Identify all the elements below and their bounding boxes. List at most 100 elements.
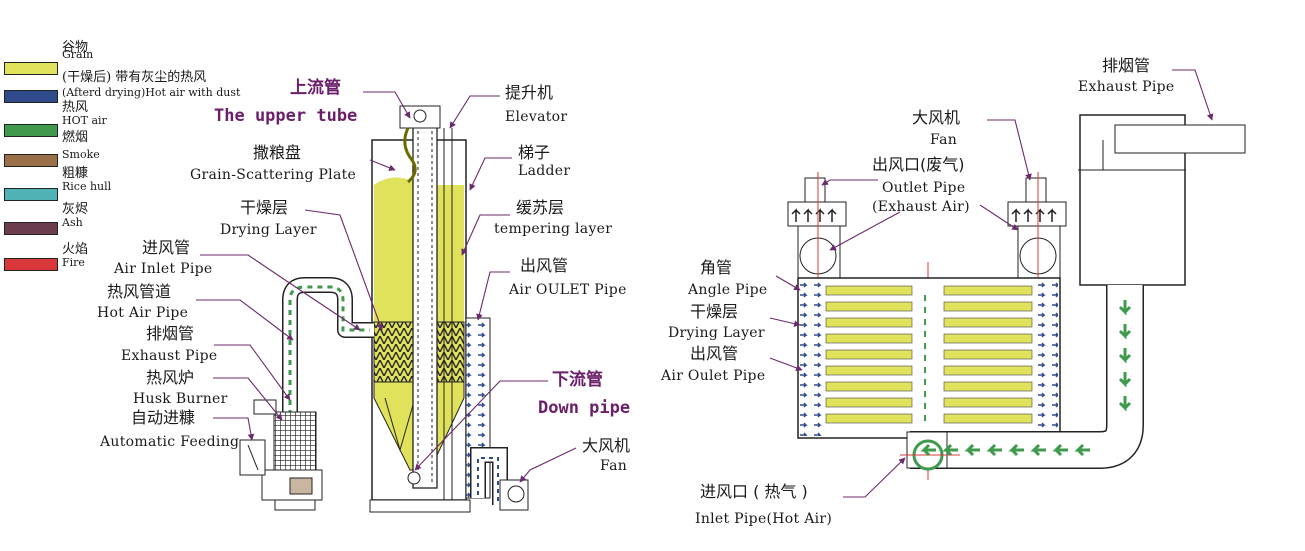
fan-right-label-en: Fan	[930, 132, 958, 148]
inlet-right-label-cn: 进风口 ( 热气 )	[700, 482, 808, 501]
exhaust-right-label-en: Exhaust Pipe	[1078, 79, 1175, 95]
horizontal-dryer	[787, 114, 1246, 480]
drying-layer-band	[943, 317, 1033, 328]
tempering-label-cn: 缓苏层	[516, 198, 565, 217]
hotair-label-en: Hot Air Pipe	[97, 305, 189, 321]
hot-air-arrow	[1118, 324, 1132, 340]
airoutlet-label-cn: 出风管	[690, 344, 739, 363]
down-pipe-label-en: Down pipe	[538, 398, 631, 418]
feeding-label-cn: 自动进糠	[131, 408, 196, 427]
legend-label-cn: 谷物	[62, 40, 89, 55]
legend-label-cn: 灰烬	[62, 202, 89, 217]
legend-swatch	[4, 90, 58, 103]
legend-swatch	[4, 188, 58, 201]
drying-layer-band	[825, 365, 913, 376]
burner-label-cn: 热风炉	[146, 368, 195, 387]
hot-air-arrow	[942, 443, 958, 457]
drying-layer-band	[825, 381, 913, 392]
outlet-label-cn: 出风管	[520, 256, 569, 275]
hot-air-arrow	[1118, 348, 1132, 364]
legend-swatch	[4, 124, 58, 137]
left-leader-lines	[196, 91, 577, 483]
drying-layer-band	[943, 333, 1033, 344]
drying-layer-band	[943, 285, 1033, 296]
feeding-label-en: Automatic Feeding	[100, 434, 240, 450]
burner-label-en: Husk Burner	[133, 391, 228, 407]
scatter-label-cn: 撒粮盘	[253, 143, 302, 162]
drying-layer-band	[825, 349, 913, 360]
legend-swatch	[4, 258, 58, 271]
hotair-label-cn: 热风管道	[107, 282, 172, 301]
outlet-right-label-en: Outlet Pipe	[882, 180, 966, 196]
legend-label-en: (Afterd drying)Hot air with dust	[62, 86, 241, 99]
legend-label-en: HOT air	[62, 114, 107, 127]
ladder-label-en: Ladder	[518, 163, 571, 179]
hot-air-arrow	[964, 443, 980, 457]
tempering-label-en: tempering layer	[494, 221, 613, 237]
hot-air-arrow	[1052, 443, 1068, 457]
angle-label-en: Angle Pipe	[688, 282, 768, 298]
drying-layer-band	[825, 285, 913, 296]
hot-air-arrow	[1030, 443, 1046, 457]
exhaust-label-en: Exhaust Pipe	[121, 348, 218, 364]
fan-right-label-cn: 大风机	[912, 108, 961, 127]
angle-label-cn: 角管	[700, 258, 733, 277]
drying-layer-band	[943, 381, 1033, 392]
drying-right-label-en: Drying Layer	[668, 325, 765, 341]
inlet-label-cn: 进风管	[142, 238, 191, 257]
right-leader-lines	[769, 69, 1214, 498]
legend-label-en: Grain	[62, 48, 94, 61]
hot-air-arrow	[1074, 443, 1090, 457]
elevator-label-en: Elevator	[505, 109, 568, 125]
down-pipe-label-cn: 下流管	[552, 370, 603, 390]
drying-label-cn: 干燥层	[240, 198, 289, 217]
legend-label-cn: 燃烟	[62, 130, 89, 145]
fan-left-label-en: Fan	[600, 458, 628, 474]
drying-layer-band	[825, 301, 913, 312]
drying-layer-band	[825, 333, 913, 344]
legend-swatch	[4, 62, 58, 75]
hot-air-arrow	[1118, 372, 1132, 388]
upper-tube-label-en: The upper tube	[214, 106, 358, 126]
fan-left-label-cn: 大风机	[582, 436, 631, 455]
legend-label-en: Ash	[62, 216, 83, 229]
scatter-label-en: Grain-Scattering Plate	[190, 167, 357, 183]
outlet-label-en: Air OULET Pipe	[509, 282, 627, 298]
legend-label-en: Smoke	[62, 148, 100, 161]
legend-swatch	[4, 154, 58, 167]
ladder-label-cn: 梯子	[518, 143, 551, 162]
hot-air-arrow	[986, 443, 1002, 457]
drying-layer-band	[943, 397, 1033, 408]
drying-right-label-cn: 干燥层	[690, 302, 739, 321]
drying-label-en: Drying Layer	[220, 222, 317, 238]
inlet-right-label-en: Inlet Pipe(Hot Air)	[695, 511, 833, 527]
legend-label-en: Rice hull	[62, 180, 112, 193]
legend-label-cn: 火焰	[62, 242, 89, 257]
legend-swatch	[4, 222, 58, 235]
drying-layer-band	[825, 317, 913, 328]
drying-layer-band	[943, 301, 1033, 312]
legend-label-cn: 粗糠	[62, 166, 89, 181]
hot-air-arrow	[1008, 443, 1024, 457]
drying-layer-band	[943, 365, 1033, 376]
outlet-right-label-cn: 出风口(废气)	[872, 155, 965, 174]
legend-label-cn: (干燥后) 带有灰尘的热风	[62, 70, 207, 85]
outlet-right-label-sub: (Exhaust Air)	[872, 199, 970, 215]
drying-layer-band	[943, 349, 1033, 360]
hot-air-arrow	[1118, 396, 1132, 412]
hot-air-arrow	[920, 443, 936, 457]
legend-label-en: Fire	[62, 256, 85, 269]
elevator-label-cn: 提升机	[505, 83, 554, 102]
legend-label-cn: 热风	[62, 100, 89, 115]
inlet-label-en: Air Inlet Pipe	[114, 261, 213, 277]
drying-layer-band	[943, 413, 1033, 424]
drying-layer-band	[825, 413, 913, 424]
exhaust-label-cn: 排烟管	[146, 324, 195, 343]
exhaust-right-label-cn: 排烟管	[1102, 56, 1151, 75]
tower-dryer	[239, 105, 529, 513]
drying-layer-band	[825, 397, 913, 408]
hot-air-arrow	[1118, 300, 1132, 316]
upper-tube-label-cn: 上流管	[290, 78, 341, 98]
airoutlet-label-en: Air Oulet Pipe	[661, 368, 766, 384]
